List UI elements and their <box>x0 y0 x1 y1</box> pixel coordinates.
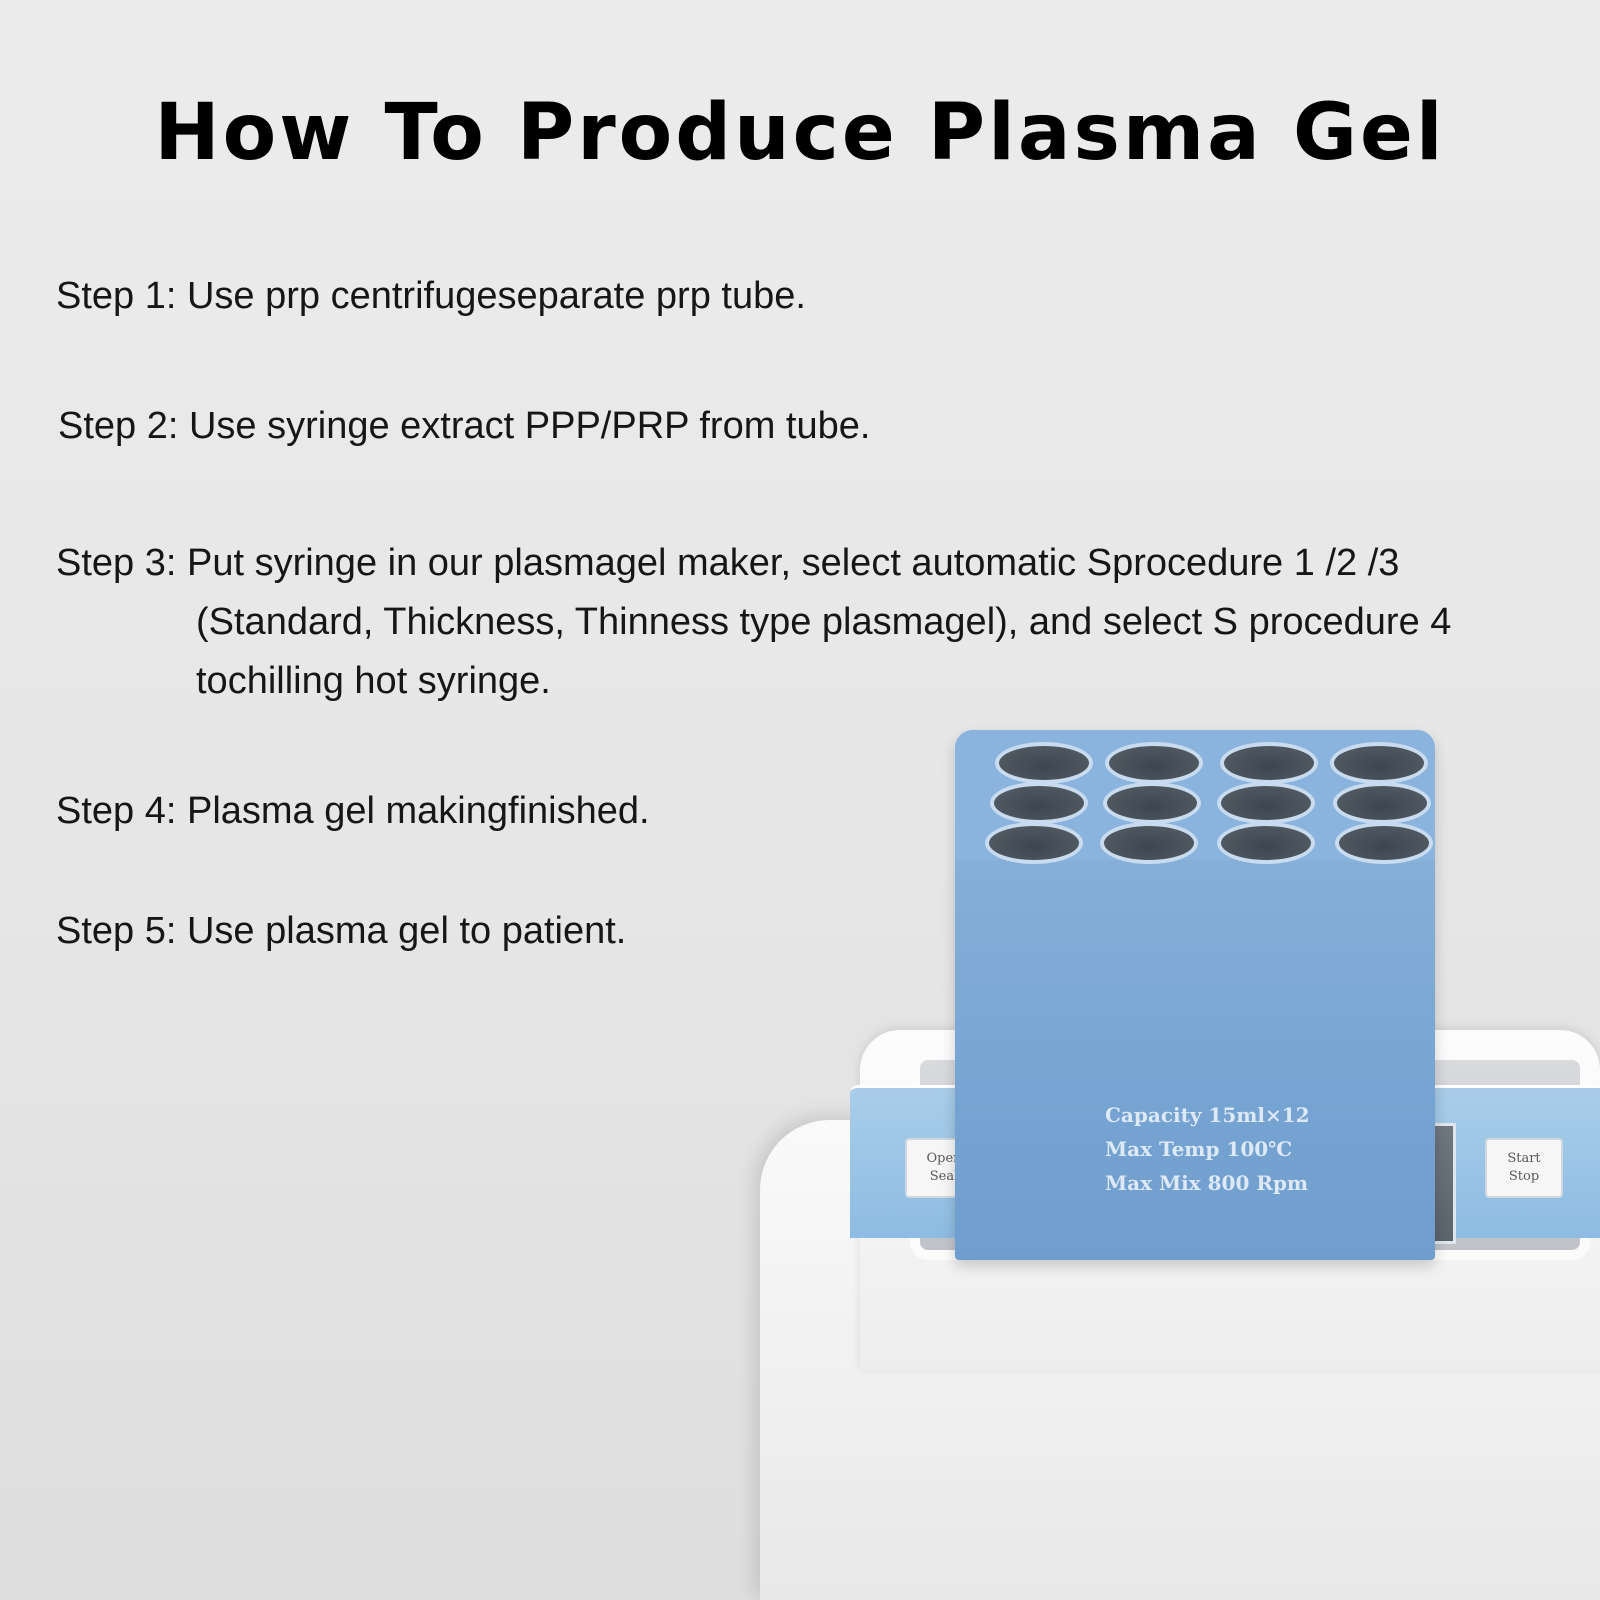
tube-hole <box>1217 822 1315 864</box>
tube-hole <box>1335 822 1433 864</box>
step-3-label: Step 3: <box>56 542 177 584</box>
tube-hole <box>995 742 1093 784</box>
max-temp-label: Max Temp 100℃ <box>1105 1137 1293 1161</box>
tube-hole <box>1330 742 1428 784</box>
tube-hole <box>1100 822 1198 864</box>
step-1: Step 1: Use prp centrifugeseparate prp t… <box>56 267 806 326</box>
tube-hole <box>985 822 1083 864</box>
step-3-line-2: (Standard, Thickness, Thinness type plas… <box>196 601 1452 643</box>
tube-hole <box>1333 782 1431 824</box>
step-3-line-3: tochilling hot syringe. <box>196 660 551 702</box>
tube-block-specs: Capacity 15ml×12 Max Temp 100℃ Max Mix 8… <box>1105 1098 1310 1200</box>
tube-hole <box>1103 782 1201 824</box>
tube-hole <box>1105 742 1203 784</box>
step-2-text: Use syringe extract PPP/PRP from tube. <box>188 405 871 447</box>
step-1-text: Use prp centrifugeseparate prp tube. <box>186 275 806 317</box>
capacity-label: Capacity 15ml×12 <box>1105 1103 1310 1127</box>
step-5-label: Step 5: <box>56 910 177 952</box>
step-3-line-1: Put syringe in our plasmagel maker, sele… <box>186 542 1400 584</box>
open-button-line-2: Seal <box>929 1169 959 1184</box>
step-1-label: Step 1: <box>56 275 177 317</box>
tube-hole <box>1217 782 1315 824</box>
tube-hole <box>1220 742 1318 784</box>
step-4-text: Plasma gel makingfinished. <box>186 790 650 832</box>
step-5: Step 5: Use plasma gel to patient. <box>56 902 626 961</box>
step-4-label: Step 4: <box>56 790 177 832</box>
tube-block: Capacity 15ml×12 Max Temp 100℃ Max Mix 8… <box>955 730 1435 1260</box>
start-stop-button[interactable]: Start Stop <box>1485 1138 1563 1198</box>
start-button-line-2: Stop <box>1508 1169 1540 1184</box>
open-button-line-1: Open <box>926 1151 962 1166</box>
step-5-text: Use plasma gel to patient. <box>186 910 627 952</box>
step-2-label: Step 2: <box>58 405 179 447</box>
step-2: Step 2: Use syringe extract PPP/PRP from… <box>58 397 870 456</box>
step-3: Step 3: Put syringe in our plasmagel mak… <box>56 534 1451 711</box>
page-title: How To Produce Plasma Gel <box>154 88 1446 178</box>
start-button-line-1: Start <box>1507 1151 1541 1166</box>
tube-hole <box>990 782 1088 824</box>
max-mix-label: Max Mix 800 Rpm <box>1105 1171 1309 1195</box>
step-4: Step 4: Plasma gel makingfinished. <box>56 782 650 841</box>
plasma-gel-maker-illustration: Open Seal Start Stop Capacity 15ml×12 Ma… <box>760 730 1600 1600</box>
